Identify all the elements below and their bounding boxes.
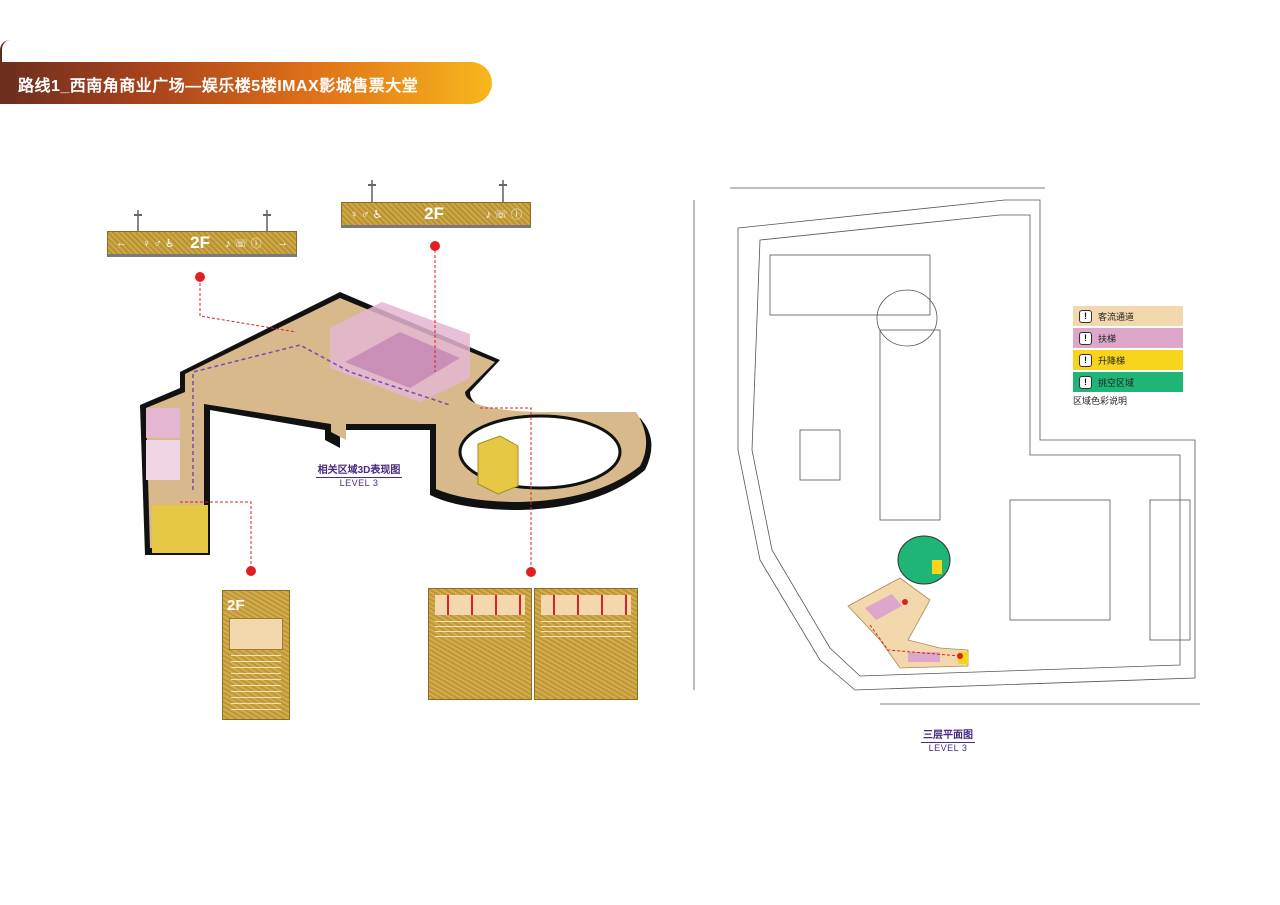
plan-inner-outline (751, 214, 1181, 677)
plan-route-zone (847, 577, 969, 669)
marker-dot (195, 272, 205, 282)
wall-board-strip (541, 595, 631, 615)
arrow-right-icon: → (276, 237, 288, 249)
plan-atrium-green (897, 535, 951, 585)
escalator-steps (345, 332, 460, 388)
plan-elevator-zone (932, 560, 942, 574)
warning-icon: ! (1079, 331, 1092, 345)
stand-board-floor: 2F (227, 597, 245, 614)
plan-block (769, 254, 931, 316)
left-wing-pink-2 (146, 440, 180, 480)
caption-plan-cn: 三层平面图 (921, 730, 975, 743)
page-title: 路线1_西南角商业广场—娱乐楼5楼IMAX影城售票大堂 (18, 78, 419, 95)
plan-block (1009, 499, 1111, 621)
sign-pole (134, 210, 142, 232)
warning-icon: ! (1079, 375, 1092, 389)
marker-dot (526, 567, 536, 577)
sign-pole (263, 210, 271, 232)
wall-board-text-lines (435, 621, 525, 637)
wall-board-text-lines (541, 621, 631, 637)
plan-round-void (876, 289, 938, 347)
leader-line (480, 407, 532, 568)
marker-dot (246, 566, 256, 576)
caption-plan-en: LEVEL 3 (928, 743, 968, 753)
plan-elevator-zone (958, 652, 968, 664)
route-arrow-path (192, 344, 451, 490)
facility-icons: ♀ ♂ ♿ (142, 237, 175, 250)
legend-label: 扶梯 (1098, 333, 1117, 344)
plan-block (879, 329, 941, 521)
plan-marker-dot (957, 653, 963, 659)
legend-label: 客流通道 (1098, 311, 1135, 322)
plan-block (1149, 499, 1191, 641)
stand-board: 2F (222, 590, 290, 720)
plan-block (799, 429, 841, 481)
warning-icon: ! (1079, 353, 1092, 367)
facility-icons: ♪ ☏ ⓘ (485, 209, 522, 221)
color-legend: ! 客流通道 ! 扶梯 ! 升降梯 ! 挑空区域 区域色彩说明 (1073, 306, 1183, 407)
left-wing-pink-1 (146, 408, 180, 438)
legend-item-void: ! 挑空区域 (1073, 372, 1183, 392)
caption-3d-en: LEVEL 3 (339, 478, 379, 488)
caption-plan: 三层平面图 LEVEL 3 (900, 726, 996, 753)
wall-board-left (428, 588, 532, 700)
sign-floor-label: 2F (190, 233, 210, 252)
plan-marker-dot (902, 599, 908, 605)
marker-dot (430, 241, 440, 251)
stand-board-map (229, 618, 283, 650)
wall-board-strip (435, 595, 525, 615)
arrow-left-icon: ← (116, 237, 127, 249)
plan-outline (737, 199, 1196, 691)
header-curl (0, 40, 12, 62)
plan-route-line (869, 624, 961, 657)
legend-label: 挑空区域 (1098, 377, 1135, 388)
left-wing-yellow (152, 505, 208, 553)
legend-item-route: ! 客流通道 (1073, 306, 1183, 326)
stand-board-text-lines (231, 654, 281, 710)
plan-escalator-zone (908, 652, 940, 662)
sign-floor-label: 2F (424, 204, 444, 223)
sign-pole (368, 180, 376, 202)
hanging-sign-1: ← ♀ ♂ ♿ 2F ♪ ☏ ⓘ → (107, 231, 297, 257)
elevator-block (477, 435, 519, 495)
leader-line (180, 501, 252, 566)
leader-line (199, 278, 297, 333)
warning-icon: ! (1079, 309, 1092, 323)
legend-item-elevator: ! 升降梯 (1073, 350, 1183, 370)
sign-pole (499, 180, 507, 202)
floor-plan (693, 187, 1200, 705)
wall-board-right (534, 588, 638, 700)
hanging-sign-2: ♀ ♂ ♿ 2F ♪ ☏ ⓘ (341, 202, 531, 228)
header-bar: 路线1_西南角商业广场—娱乐楼5楼IMAX影城售票大堂 (0, 62, 492, 104)
legend-label: 升降梯 (1098, 355, 1126, 366)
plan-escalator-zone (865, 594, 902, 620)
facility-icons: ♀ ♂ ♿ (350, 208, 383, 221)
caption-3d-cn: 相关区域3D表现图 (315, 465, 403, 478)
legend-item-escalator: ! 扶梯 (1073, 328, 1183, 348)
facility-icons: ♪ ☏ ⓘ (225, 238, 262, 250)
legend-note: 区域色彩说明 (1073, 396, 1128, 406)
caption-3d: 相关区域3D表现图 LEVEL 3 (304, 461, 414, 488)
